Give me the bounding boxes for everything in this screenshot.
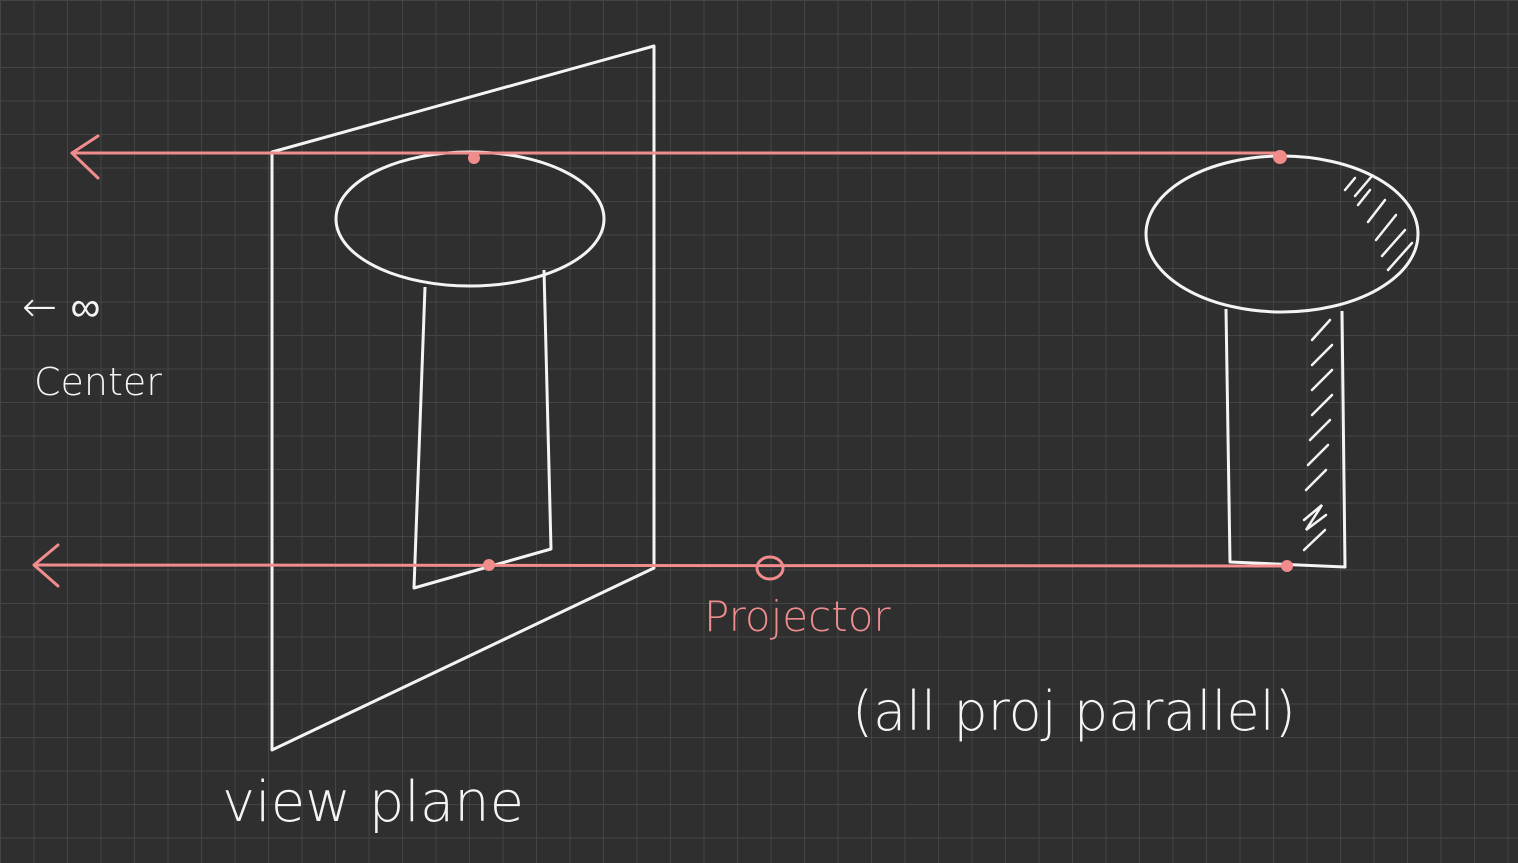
- top-ray-arrowhead: [70, 134, 100, 180]
- object-bottom-point: [1281, 560, 1293, 572]
- projected-bottom-point: [483, 559, 495, 571]
- bottom-ray-arrowhead: [32, 543, 60, 588]
- view-plane-label: view plane: [222, 770, 525, 835]
- projector-label: Projector: [704, 592, 891, 641]
- object-top-point: [1273, 150, 1287, 164]
- infinity-arrow-label: ← ∞: [22, 282, 101, 331]
- ellipse-shading-hatch: [1343, 174, 1414, 272]
- projected-object-stem: [412, 269, 553, 590]
- object-top-ellipse: [1144, 154, 1420, 314]
- projector-marker: [755, 555, 785, 581]
- bottom-projector-ray: [32, 563, 1292, 568]
- center-label: Center: [34, 360, 162, 404]
- projected-top-point: [468, 152, 480, 164]
- projected-object-top-ellipse: [334, 150, 606, 288]
- all-proj-parallel-label: (all proj parallel): [852, 680, 1296, 743]
- view-plane: [270, 44, 656, 752]
- stem-shading-hatch: [1302, 318, 1334, 552]
- object-stem: [1224, 308, 1347, 569]
